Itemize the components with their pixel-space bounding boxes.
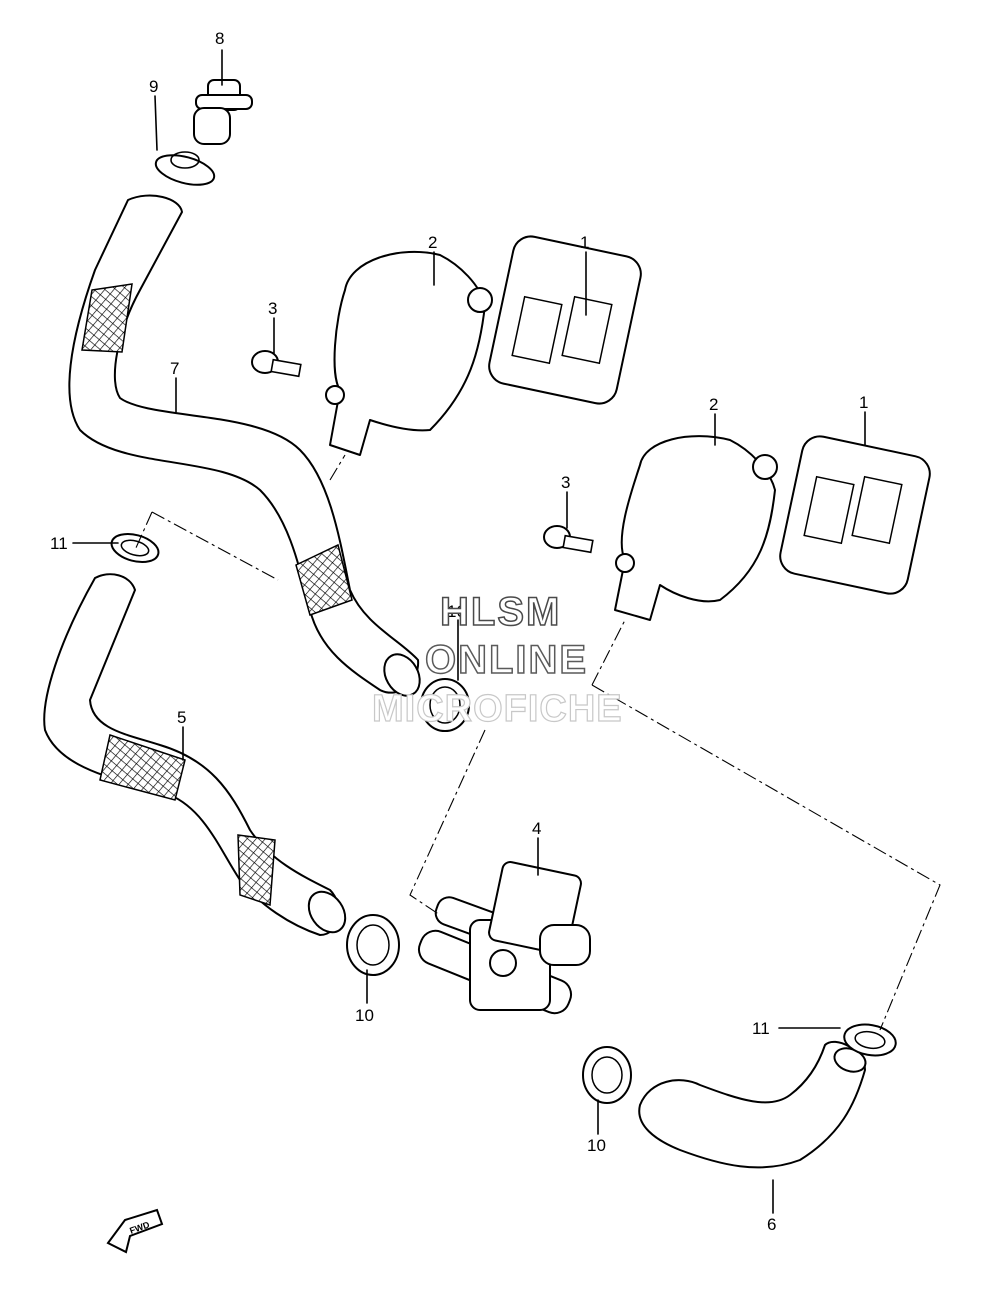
- hose-7: [68, 194, 421, 697]
- reed-valve-1b: [779, 435, 931, 595]
- callout-6: 6: [767, 1215, 777, 1234]
- bolt-3a: [251, 350, 302, 378]
- bolt-3b: [543, 525, 594, 554]
- reed-valve-1a: [488, 235, 642, 405]
- callout-3-upper: 3: [268, 299, 278, 318]
- watermark-line-3: MICROFICHE: [371, 688, 623, 730]
- air-valve-4: [417, 861, 591, 1015]
- callout-5: 5: [177, 708, 187, 727]
- hose-5: [43, 573, 347, 936]
- clamp-11-left: [110, 532, 160, 564]
- callout-1-lower: 1: [859, 393, 869, 412]
- hose-6: [638, 1040, 867, 1169]
- callout-9: 9: [149, 77, 159, 96]
- callout-3-lower: 3: [561, 473, 571, 492]
- callout-7: 7: [170, 359, 180, 378]
- watermark-line-2: ONLINE: [424, 638, 589, 682]
- callout-1-upper: 1: [580, 233, 590, 252]
- callout-8: 8: [215, 29, 225, 48]
- fwd-direction-badge: FWD: [106, 1208, 164, 1254]
- callout-2-lower: 2: [709, 395, 719, 414]
- clamp-10-right: [582, 1046, 632, 1104]
- clamp-10-upper: [420, 678, 470, 732]
- callout-11-right: 11: [752, 1019, 770, 1038]
- watermark-line-1: HLSM: [439, 590, 562, 634]
- clamp-11-right: [843, 1023, 897, 1057]
- clip-9: [154, 151, 216, 186]
- leader-lines: [72, 49, 866, 1214]
- clamp-10-left: [346, 914, 400, 976]
- connection-lines: [134, 454, 941, 1031]
- callout-2-upper: 2: [428, 233, 438, 252]
- reed-valve-cover-2b: [614, 435, 778, 621]
- callout-10-upper: 10: [447, 602, 466, 621]
- callout-4: 4: [532, 819, 542, 838]
- reed-valve-cover-2a: [325, 251, 493, 456]
- callout-11-left: 11: [50, 534, 68, 553]
- cap-8: [193, 79, 253, 145]
- callout-10-right: 10: [587, 1136, 606, 1155]
- callout-10-left: 10: [355, 1006, 374, 1025]
